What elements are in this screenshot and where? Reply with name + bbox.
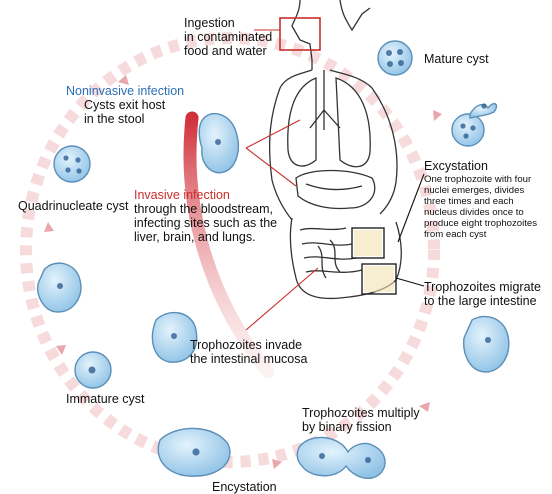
invasive-arrow	[183, 111, 275, 379]
noninvasive-body: Cysts exit host in the stool	[84, 98, 166, 126]
noninvasive-title: Noninvasive infection	[66, 84, 185, 98]
organisms	[37, 40, 510, 480]
migrate-label: Trophozoites migrate to the large intest…	[424, 280, 541, 308]
encystation-label: Encystation	[212, 480, 277, 494]
binary-fission-cell	[296, 436, 386, 480]
excystation-cyst-cell	[451, 113, 485, 147]
quadrinucleate-cyst-cell	[53, 145, 91, 183]
small-intestine-callout-box	[351, 227, 385, 259]
excystation-body: One trophozoite with four nuclei emerges…	[424, 174, 538, 240]
emerging-trophozoite	[469, 102, 498, 119]
multiply-label: Trophozoites multiply by binary fission	[302, 406, 420, 434]
pointer-lines	[245, 29, 319, 331]
quadrinucleate-cyst-label: Quadrinucleate cyst	[18, 199, 129, 213]
mouth-callout-box	[279, 17, 321, 51]
invade-label: Trophozoites invade the intestinal mucos…	[190, 338, 308, 366]
invasive-title: Invasive infection	[134, 188, 230, 202]
mature-cyst-cell	[377, 40, 413, 76]
cycle-ring	[20, 32, 440, 468]
human-body	[268, 0, 402, 300]
immature-cyst-label: Immature cyst	[66, 392, 145, 406]
invasive-body: through the bloodstream, infecting sites…	[134, 202, 278, 244]
nuclei	[57, 49, 491, 463]
excystation-title: Excystation	[424, 159, 488, 173]
intestine-trophozoite	[463, 315, 510, 373]
large-intestine-callout-box	[361, 263, 397, 295]
ingestion-label: Ingestion in contaminated food and water	[184, 16, 273, 58]
mature-cyst-label: Mature cyst	[424, 52, 489, 66]
